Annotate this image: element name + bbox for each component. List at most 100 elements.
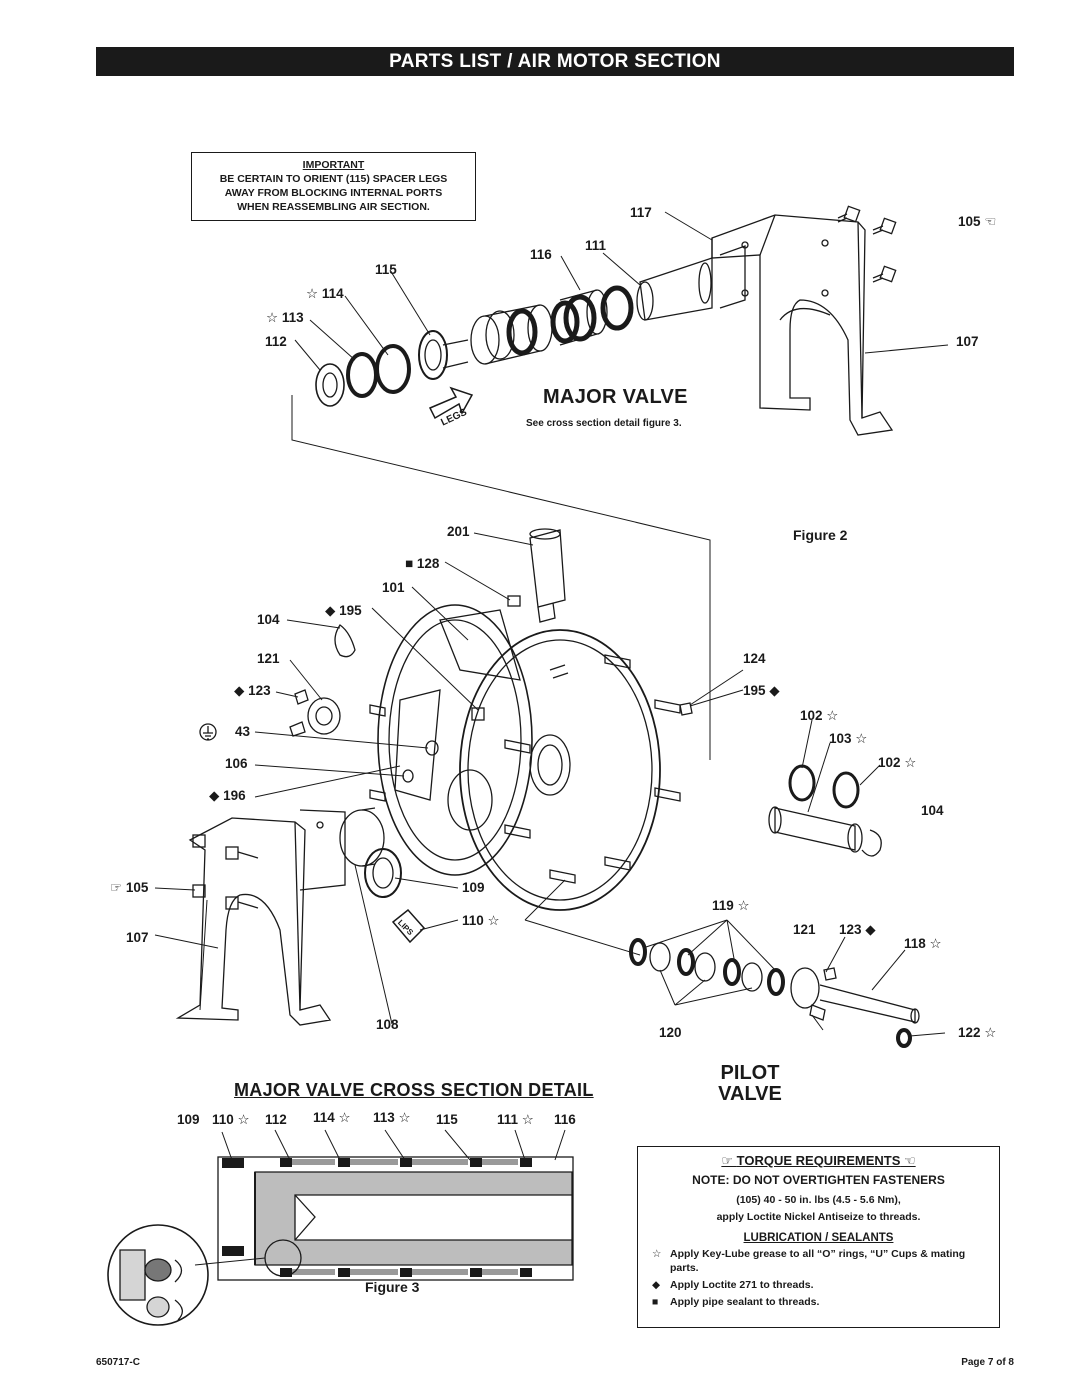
legend-item-loctite: ◆ Apply Loctite 271 to threads. (652, 1278, 989, 1292)
torque-line-2: apply Loctite Nickel Antiseize to thread… (716, 1211, 921, 1223)
callout-113-number: 113 (281, 310, 304, 325)
callout-107-bottom: 107 (126, 930, 149, 945)
pilot-spool-118 (790, 967, 920, 1024)
legend-item-grease: ☆ Apply Key-Lube grease to all “O” rings… (652, 1247, 989, 1275)
callout-105-top-number: 105 (958, 214, 981, 229)
torque-note: NOTE: DO NOT OVERTIGHTEN FASTENERS (692, 1173, 945, 1187)
bushing-112 (315, 363, 345, 407)
cs-callout-116: 116 (554, 1112, 576, 1127)
callout-196: ◆ 196 (209, 788, 246, 803)
callout-122-number: 122 (958, 1025, 981, 1040)
callout-112: 112 (265, 334, 287, 349)
cylinder-plate-front (459, 629, 661, 911)
callout-108: 108 (376, 1017, 399, 1032)
callout-118: 118 ☆ (904, 936, 942, 951)
cs-callout-111: 111 ☆ (497, 1112, 534, 1127)
seal-109 (364, 848, 402, 898)
o-rings-102 (788, 764, 860, 809)
snap-ring-104 (861, 829, 882, 857)
important-line-1: BE CERTAIN TO ORIENT (115) SPACER LEGS (219, 173, 448, 185)
legend-text-grease: Apply Key-Lube grease to all “O” rings, … (670, 1248, 966, 1274)
legend-text-loctite: Apply Loctite 271 to threads. (670, 1279, 814, 1291)
important-heading: IMPORTANT (302, 159, 365, 171)
star-icon: ☆ (652, 1248, 662, 1260)
callout-114: ☆ 114 (306, 286, 344, 301)
callout-195-left: ◆ 195 (325, 603, 362, 618)
fittings (289, 595, 693, 783)
bolts-105-bottom (192, 834, 259, 910)
cs-callout-114: 114 ☆ (313, 1110, 351, 1125)
callout-106: 106 (225, 756, 248, 771)
bolts-105-top (837, 205, 897, 283)
callout-115: 115 (375, 262, 397, 277)
callout-196-number: 196 (223, 788, 246, 803)
callout-195-right: 195 ◆ (743, 683, 780, 698)
callout-123-right-number: 123 (839, 922, 862, 937)
valve-spool (636, 245, 746, 321)
callout-113: ☆ 113 (266, 310, 304, 325)
callout-119-number: 119 (712, 898, 734, 913)
callout-121-left: 121 (257, 651, 280, 666)
callout-107-top: 107 (956, 334, 979, 349)
spacer-115 (418, 330, 469, 380)
o-rings-113-114 (346, 344, 411, 398)
cs-callout-111-number: 111 (497, 1112, 519, 1127)
page-number: Page 7 of 8 (961, 1357, 1014, 1368)
callout-201: 201 (447, 524, 470, 539)
cs-callout-115: 115 (436, 1112, 458, 1127)
pilot-valve-line-1: PILOT (720, 1062, 780, 1084)
callout-104-left: 104 (257, 612, 280, 627)
leaders-top (291, 211, 949, 760)
major-valve-title: MAJOR VALVE (543, 386, 688, 408)
spacers-115 (470, 289, 608, 365)
ground-symbol (199, 723, 217, 741)
cs-callout-114-number: 114 (313, 1110, 335, 1125)
pilot-valve-line-2: VALVE (718, 1083, 782, 1105)
callout-101: 101 (382, 580, 405, 595)
muffler-201 (529, 528, 566, 623)
legs-tag-text: LEGS (439, 407, 469, 429)
important-notice: IMPORTANT BE CERTAIN TO ORIENT (115) SPA… (191, 152, 476, 221)
cs-callout-113-number: 113 (373, 1110, 395, 1125)
callout-116: 116 (530, 247, 552, 262)
callout-128: ■ 128 (405, 556, 440, 571)
figure-2-label: Figure 2 (793, 527, 848, 543)
callout-117: 117 (630, 205, 652, 220)
cross-section-title: MAJOR VALVE CROSS SECTION DETAIL (234, 1080, 594, 1100)
leaders-figure-2 (154, 532, 946, 1037)
page-title: PARTS LIST / AIR MOTOR SECTION (96, 47, 1014, 76)
important-line-2: AWAY FROM BLOCKING INTERNAL PORTS (224, 187, 443, 199)
callout-105-top: 105 ☜ (958, 214, 997, 229)
cross-section-detail (107, 1129, 574, 1326)
pilot-valve-title: PILOT VALVE (700, 1063, 800, 1105)
callout-103: 103 ☆ (829, 731, 868, 746)
torque-requirements-box: ☞ TORQUE REQUIREMENTS ☜ NOTE: DO NOT OVE… (637, 1146, 1000, 1328)
diamond-icon: ◆ (652, 1279, 661, 1291)
torque-heading: ☞ TORQUE REQUIREMENTS ☜ (721, 1153, 916, 1168)
bracket-107-top (711, 214, 894, 436)
cs-callout-110: 110 ☆ (212, 1112, 250, 1127)
callout-195-right-number: 195 (743, 683, 766, 698)
legs-tag (428, 386, 474, 420)
figure-3-label: Figure 3 (365, 1279, 420, 1295)
doc-number: 650717-C (96, 1357, 140, 1368)
callout-118-number: 118 (904, 936, 926, 951)
legend-item-sealant: ■ Apply pipe sealant to threads. (652, 1295, 989, 1309)
air-motor-plate-rear (377, 604, 533, 876)
pilot-o-rings (629, 938, 912, 1048)
callout-103-number: 103 (829, 731, 852, 746)
callout-105-bottom: ☞ 105 (110, 880, 149, 895)
callout-104-right: 104 (921, 803, 944, 818)
important-line-3: WHEN REASSEMBLING AIR SECTION. (237, 201, 430, 213)
callout-123-left: ◆ 123 (234, 683, 271, 698)
major-valve-note: See cross section detail figure 3. (526, 418, 682, 429)
callout-128-number: 128 (416, 556, 440, 571)
callout-122: 122 ☆ (958, 1025, 997, 1040)
callout-114-number: 114 (321, 286, 344, 301)
callout-109: 109 (462, 880, 485, 895)
pilot-sleeve-103 (768, 806, 863, 853)
callout-102-top-number: 102 (800, 708, 823, 723)
bracket-107-bottom (175, 809, 346, 1026)
callout-105-bottom-number: 105 (125, 880, 149, 895)
